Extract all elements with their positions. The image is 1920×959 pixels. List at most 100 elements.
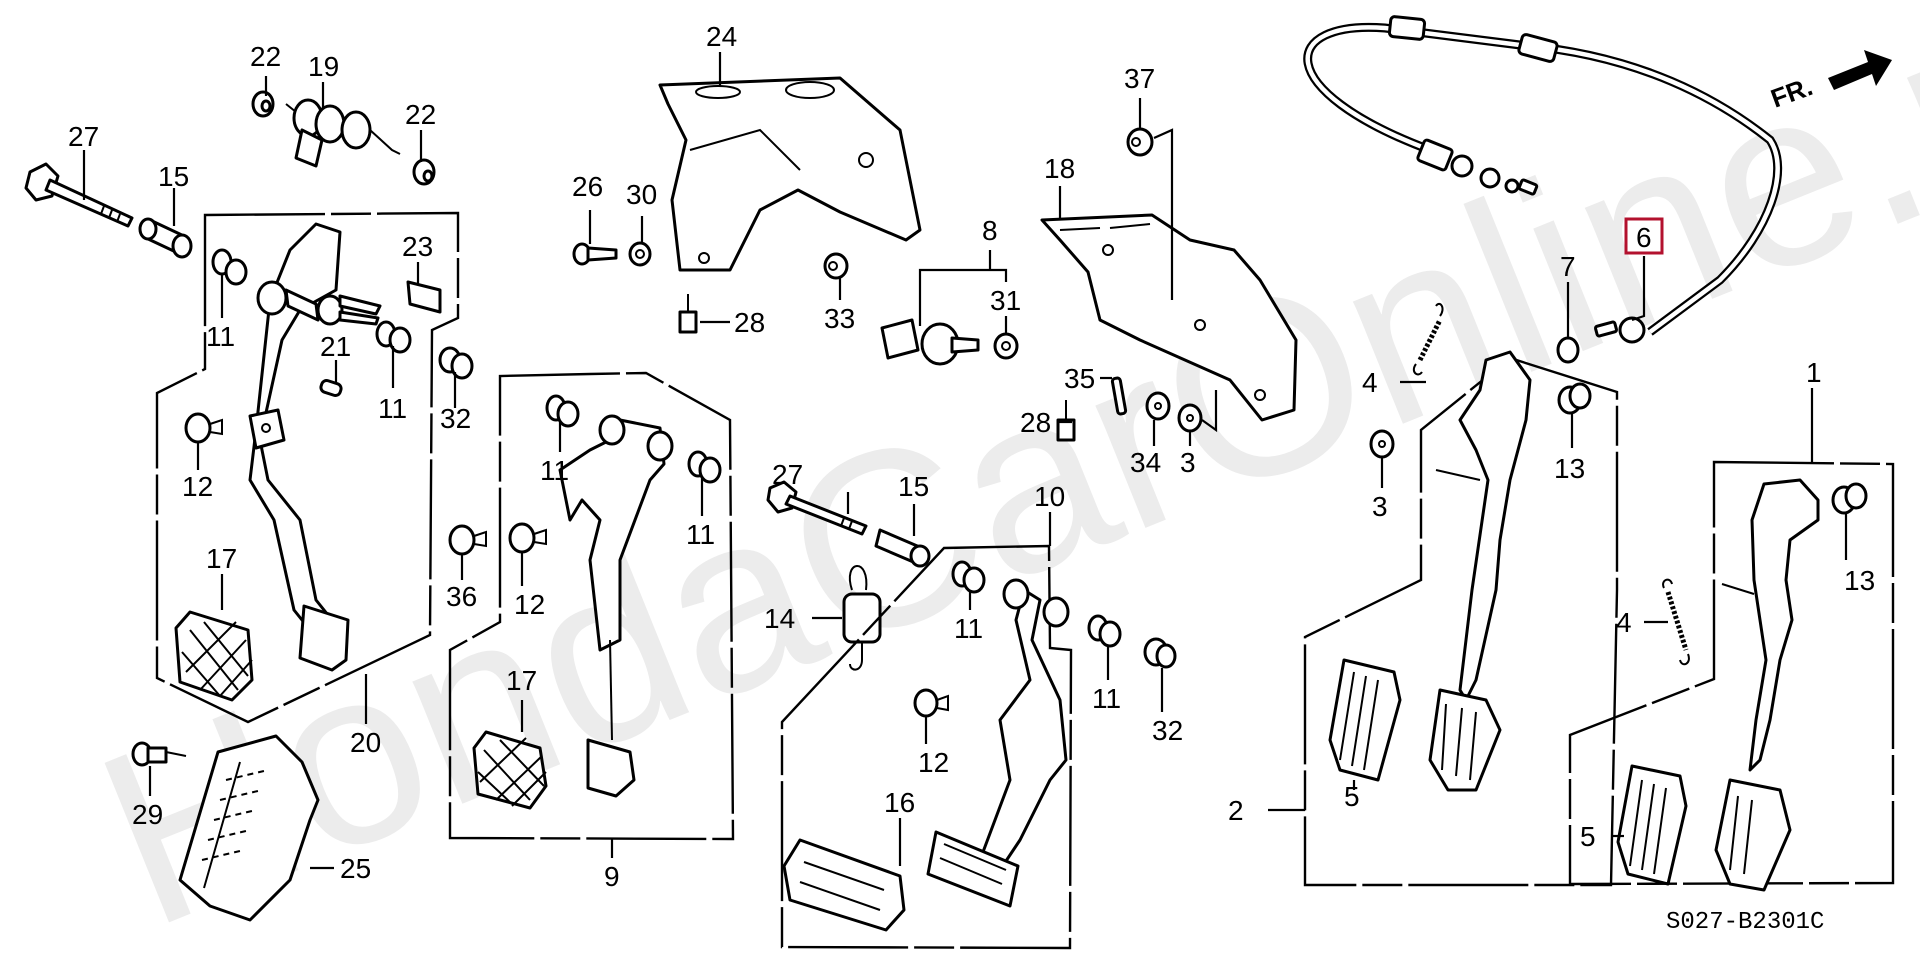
bushing-11c bbox=[545, 394, 580, 428]
callout-3[interactable]: 3 bbox=[1180, 447, 1196, 478]
pedal-bracket-18 bbox=[1040, 213, 1298, 422]
bushing-11a bbox=[211, 248, 248, 286]
callout-8[interactable]: 8 bbox=[982, 215, 998, 246]
clip-23 bbox=[406, 280, 442, 314]
callout-31[interactable]: 31 bbox=[990, 285, 1021, 316]
callout-32[interactable]: 32 bbox=[1152, 715, 1183, 746]
assembly-box-20 bbox=[155, 211, 460, 724]
callout-6[interactable]: 6 bbox=[1636, 222, 1652, 253]
callout-2[interactable]: 2 bbox=[1228, 795, 1244, 826]
callout-6-highlight bbox=[1624, 217, 1664, 255]
spring-4a bbox=[1412, 302, 1444, 376]
callout-27[interactable]: 27 bbox=[772, 459, 803, 490]
callout-1[interactable]: 1 bbox=[1806, 357, 1822, 388]
callout-20[interactable]: 20 bbox=[350, 727, 381, 758]
clutch-pad-17b bbox=[472, 730, 548, 810]
callout-28[interactable]: 28 bbox=[734, 307, 765, 338]
pedal-bracket-24 bbox=[658, 76, 922, 272]
callout-12[interactable]: 12 bbox=[514, 589, 545, 620]
stopper-12a bbox=[184, 412, 223, 444]
callout-17[interactable]: 17 bbox=[506, 665, 537, 696]
callout-15[interactable]: 15 bbox=[898, 471, 929, 502]
callout-24[interactable]: 24 bbox=[706, 21, 737, 52]
callout-30[interactable]: 30 bbox=[626, 179, 657, 210]
leader-lines bbox=[82, 52, 1848, 870]
callout-14[interactable]: 14 bbox=[764, 603, 795, 634]
callout-13[interactable]: 13 bbox=[1554, 453, 1585, 484]
brake-pedal-10 bbox=[926, 578, 1070, 908]
callout-18[interactable]: 18 bbox=[1044, 153, 1075, 184]
callout-37[interactable]: 37 bbox=[1124, 63, 1155, 94]
diagram-code: S027-B2301C bbox=[1666, 909, 1824, 936]
spring-4b bbox=[1662, 578, 1690, 666]
callout-16[interactable]: 16 bbox=[884, 787, 915, 818]
pedal-pad-5a bbox=[1328, 658, 1402, 782]
callout-22[interactable]: 22 bbox=[250, 41, 281, 72]
bolt-29 bbox=[131, 741, 187, 767]
leader-3a-bracket bbox=[1201, 390, 1218, 433]
callout-33[interactable]: 33 bbox=[824, 303, 855, 334]
callout-23[interactable]: 23 bbox=[402, 231, 433, 262]
callout-11[interactable]: 11 bbox=[206, 321, 235, 352]
pin-35 bbox=[1110, 376, 1128, 416]
pin-22b bbox=[412, 158, 436, 186]
callout-28[interactable]: 28 bbox=[1020, 407, 1051, 438]
callout-4[interactable]: 4 bbox=[1362, 367, 1378, 398]
callout-4[interactable]: 4 bbox=[1616, 607, 1632, 638]
brake-pad-16 bbox=[782, 838, 906, 932]
clip-7 bbox=[1556, 336, 1580, 364]
callout-13[interactable]: 13 bbox=[1844, 565, 1875, 596]
callout-19[interactable]: 19 bbox=[308, 51, 339, 82]
callout-11[interactable]: 11 bbox=[378, 393, 407, 424]
washer-3b bbox=[1369, 429, 1395, 459]
pedal-pad-5b bbox=[1616, 764, 1688, 886]
callout-5[interactable]: 5 bbox=[1580, 821, 1596, 852]
callouts: 27 15 22 19 22 23 11 21 11 32 12 17 36 2… bbox=[68, 21, 1875, 892]
callout-12[interactable]: 12 bbox=[182, 471, 213, 502]
callout-27[interactable]: 27 bbox=[68, 121, 99, 152]
callout-17[interactable]: 17 bbox=[206, 543, 237, 574]
callout-12[interactable]: 12 bbox=[918, 747, 949, 778]
leader-37-bracket bbox=[1153, 128, 1174, 300]
callout-35[interactable]: 35 bbox=[1064, 363, 1095, 394]
clutch-pedal-9 bbox=[558, 414, 674, 798]
bushing-11e bbox=[951, 560, 986, 594]
pivot-bolt-27b bbox=[766, 480, 868, 536]
callout-3[interactable]: 3 bbox=[1372, 491, 1388, 522]
callout-32[interactable]: 32 bbox=[440, 403, 471, 434]
accelerator-pedal-2 bbox=[1428, 350, 1532, 792]
pin-22a bbox=[251, 90, 275, 118]
washer-3a bbox=[1177, 403, 1203, 433]
callout-11[interactable]: 11 bbox=[1092, 683, 1121, 714]
callout-7[interactable]: 7 bbox=[1560, 251, 1576, 282]
clutch-pad-17a bbox=[174, 610, 254, 702]
nut-32a bbox=[438, 346, 474, 380]
callout-11[interactable]: 11 bbox=[954, 613, 983, 644]
stopper-13b bbox=[1831, 482, 1868, 515]
callout-15[interactable]: 15 bbox=[158, 161, 189, 192]
callout-10[interactable]: 10 bbox=[1034, 481, 1065, 512]
pivot-bolt-27 bbox=[24, 162, 134, 228]
callout-5[interactable]: 5 bbox=[1344, 781, 1360, 812]
nut-32b bbox=[1143, 637, 1177, 669]
pivot-collar-15 bbox=[138, 217, 193, 259]
callout-29[interactable]: 29 bbox=[132, 799, 163, 830]
clutch-pedal-20 bbox=[248, 222, 382, 632]
bolt-28b bbox=[1056, 400, 1076, 442]
stop-switch-8 bbox=[880, 318, 980, 366]
callout-22[interactable]: 22 bbox=[405, 99, 436, 130]
callout-21[interactable]: 21 bbox=[320, 331, 351, 362]
nut-31 bbox=[993, 332, 1019, 360]
callout-9[interactable]: 9 bbox=[604, 861, 620, 892]
bushing-11f bbox=[1087, 614, 1122, 648]
bushing-11d bbox=[687, 450, 722, 484]
assembly-box-2 bbox=[1303, 356, 1619, 887]
callout-11[interactable]: 11 bbox=[540, 455, 569, 486]
nut-37 bbox=[1126, 127, 1154, 157]
callout-36[interactable]: 36 bbox=[446, 581, 477, 612]
callout-25[interactable]: 25 bbox=[340, 853, 371, 884]
callout-34[interactable]: 34 bbox=[1130, 447, 1161, 478]
callout-26[interactable]: 26 bbox=[572, 171, 603, 202]
callout-11[interactable]: 11 bbox=[686, 519, 715, 550]
nut-33 bbox=[823, 252, 849, 280]
